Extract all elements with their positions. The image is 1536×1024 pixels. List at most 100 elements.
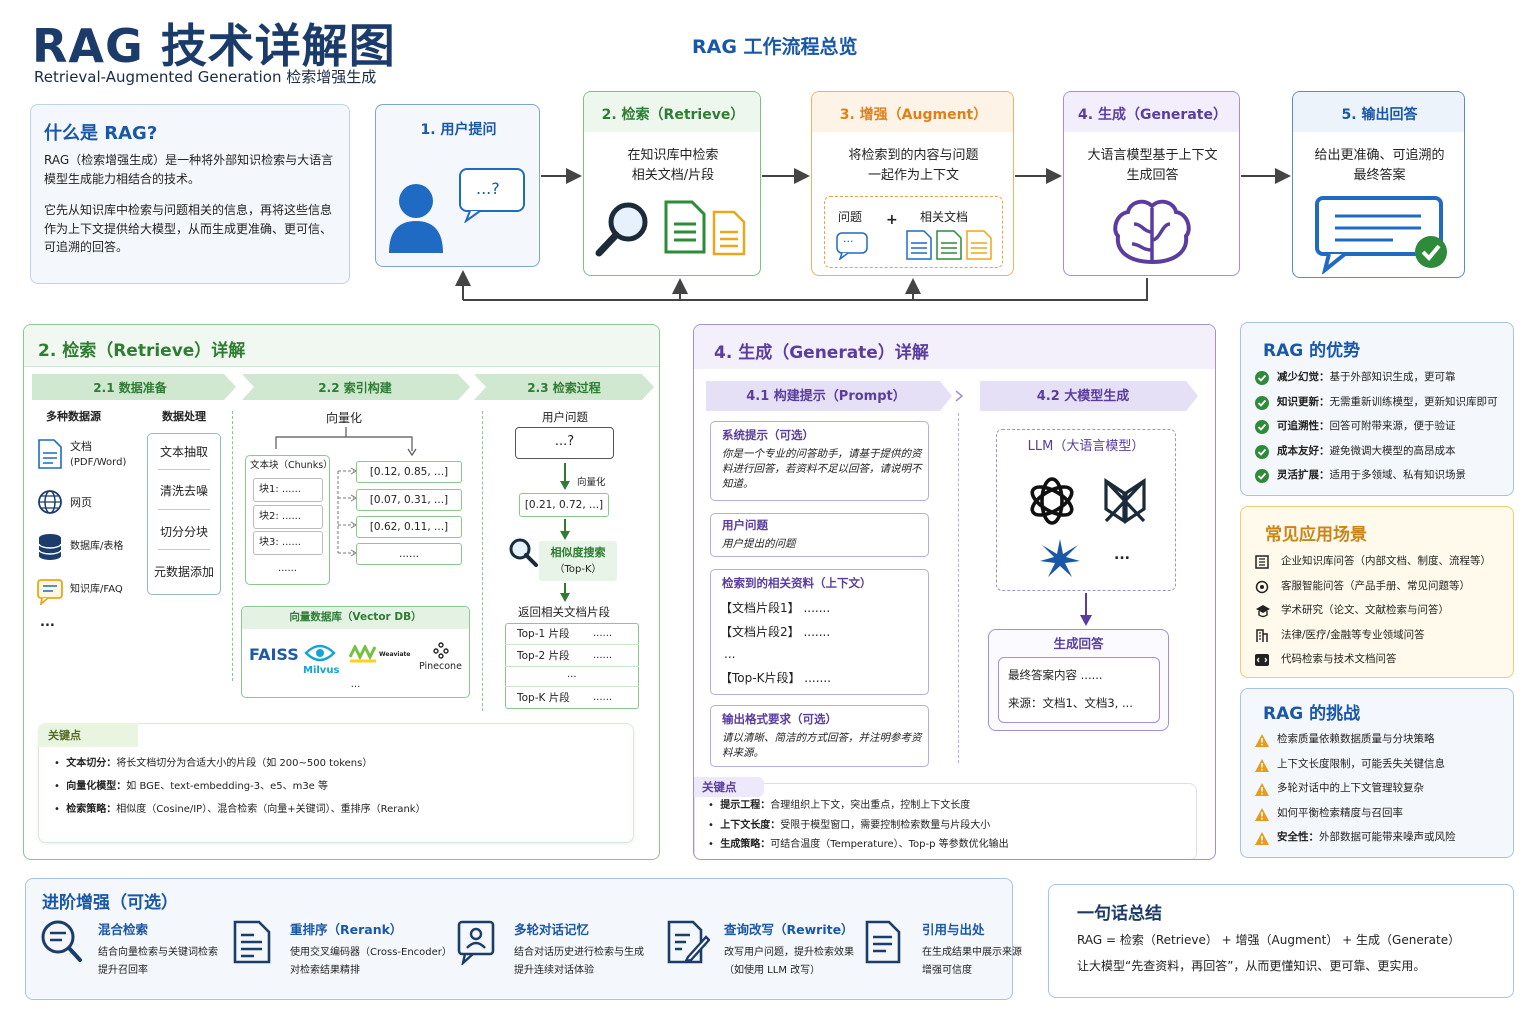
vdb-weaviate: Weaviate [379,651,411,658]
challenge-item: 多轮对话中的上下文管理较复杂 [1277,780,1424,795]
advantage-key: 成本友好： [1277,444,1330,457]
vdb-milvus: Milvus [303,665,340,676]
ret-row-4-key: Top-K 片段 [517,692,570,704]
step3-desc2: 一起作为上下文 [867,168,959,183]
advanced-item-desc-2: 提升召回率 [98,965,148,976]
generate-keys-title: 关键点 [702,780,737,794]
ret-row-2-val: ...... [593,650,613,661]
advanced-item-title: 多轮对话记忆 [514,922,590,937]
ret-row-1-val: ...... [593,628,613,639]
milvus-eye-icon [304,644,336,662]
retrieve-key-2-v: 如 BGE、text-embedding-3、e5、m3e 等 [126,781,329,792]
context-item-1: 【文档片段1】 ....... [720,601,831,615]
advanced-item-title: 重排序（Rerank） [290,922,403,937]
challenge-item: 上下文长度限制，可能丢失关键信息 [1277,756,1445,771]
advantage-value: 避免微调大模型的高昂成本 [1329,444,1456,457]
scenarios-title: 常见应用场景 [1265,525,1367,545]
step2-desc1: 在知识库中检索 [627,148,719,163]
step4-title: 4. 生成（Generate） [1078,107,1227,123]
dialog-memory-icon [456,919,496,969]
context-item-3: ... [724,647,736,661]
advanced-item-desc-2: 增强可信度 [922,965,972,976]
advanced-item-desc-2: 对检索结果精排 [290,965,360,976]
augment-bubble-text: ... [843,232,854,245]
generate-key-2-k: 上下文长度： [720,820,781,831]
advanced-item-title: 混合检索 [98,922,149,937]
advantage-key: 知识更新： [1277,395,1330,408]
ret-row-4: Top-K 片段...... [505,687,639,709]
warning-icon [1255,806,1269,825]
ret-row-2: Top-2 片段...... [505,645,639,667]
advantage-item: 成本友好：避免微调大模型的高昂成本 [1277,443,1456,458]
challenge-value: 如何平衡检索精度与召回率 [1277,806,1403,819]
advantage-item: 知识更新：无需重新训练模型，更新知识库即可 [1277,394,1498,409]
gen-tabs-bg [706,381,1198,411]
openai-logo-icon [1030,477,1074,525]
proc-box [147,433,221,595]
retrieve-key-2: • 向量化模型：如 BGE、text-embedding-3、e5、m3e 等 [54,781,329,792]
yellow-document-icon [712,210,746,256]
summary-line-2: 让大模型“先查资料，再回答”，从而更懂知识、更可靠、更实用。 [1077,959,1426,973]
customer-service-icon [1255,579,1269,598]
answer-title: 生成回答 [1053,636,1104,651]
vdb-more: ... [350,679,361,690]
blue-doc-small-icon [906,230,932,260]
user-icon [389,184,443,253]
check-icon [1255,370,1269,389]
summary-title: 一句话总结 [1077,904,1162,924]
query-arrow-2 [560,519,570,540]
warning-icon [1255,732,1269,751]
generate-key-1-v: 合理组织上下文，突出重点，控制上下文长度 [770,800,971,811]
advanced-item-title: 查询改写（Rewrite） [724,922,854,937]
globe-icon [38,490,62,514]
challenge-key: 安全性： [1277,831,1319,843]
retrieve-key-1-k: 文本切分： [66,758,117,769]
generate-key-3-v: 可结合温度（Temperature）、Top-p 等参数优化输出 [770,839,1009,850]
generate-key-3: • 生成策略：可结合温度（Temperature）、Top-p 等参数优化输出 [708,839,1009,850]
proc-title: 数据处理 [162,410,206,423]
advantage-key: 减少幻觉： [1277,371,1330,383]
query-arrow-3 [560,583,570,602]
check-icon [1255,444,1269,463]
generate-keys-box [694,783,1197,859]
warning-icon [1255,830,1269,849]
what-is-p2: 它先从知识库中检索与问题相关的信息，再将这些信息作为上下文提供给大模型，从而生成… [44,203,333,255]
star-logo-icon [1040,539,1080,577]
check-icon [1255,468,1269,487]
retrieve-title: 2. 检索（Retrieve）详解 [38,341,246,361]
query-arrow-1 [560,463,570,490]
advanced-card: 进阶增强（可选） 混合检索结合向量检索与关键词检索提升召回率重排序（Rerank… [25,878,1022,1000]
augment-question-label: 问题 [838,210,863,224]
augment-plus: + [886,212,898,228]
scenario-item: 企业知识库问答（内部文档、制度、流程等） [1281,555,1491,567]
similarity-topk: （Top-K） [554,564,602,575]
advantage-item: 可追溯性：回答可附带来源，便于验证 [1277,418,1456,433]
advanced-title: 进阶增强（可选） [42,893,178,913]
check-icon [1255,395,1269,414]
advanced-item-desc-2: 提升连续对话体验 [514,965,594,976]
context-title: 检索到的相关资料（上下文） [722,576,872,590]
advantage-item: 减少幻觉：基于外部知识生成，更可靠 [1277,369,1456,384]
step1-bubble-text: ...? [476,179,500,198]
user-prompt-box [710,513,929,557]
format-box [710,705,929,767]
vec-bracket [275,427,417,457]
challenge-value: 上下文长度限制，可能丢失关键信息 [1277,757,1445,770]
source-doc-label: 文档 [70,440,92,453]
scenario-item: 代码检索与技术文档问答 [1281,653,1397,665]
hybrid-search-icon [40,919,82,967]
chunks-more: ...... [277,563,298,574]
page-title: RAG 技术详解图 [32,19,396,73]
llm-more: ... [1114,547,1130,563]
green-document-icon [664,200,706,254]
sources-title: 多种数据源 [46,410,101,423]
check-icon [1255,419,1269,438]
tab-build-prompt: 4.1 构建提示（Prompt） [746,389,906,404]
context-item-4: 【Top-K片段】 ....... [720,671,831,685]
tab-data-prep: 2.1 数据准备 [93,381,167,395]
challenge-value: 多轮对话中的上下文管理较复杂 [1277,782,1424,794]
source-faq-label: 知识库/FAQ [70,584,123,595]
chunks-title: 文本块（Chunks） [250,460,333,471]
llm-title: LLM（大语言模型） [1027,439,1145,454]
context-item-2: 【文档片段2】 ....... [720,625,831,639]
